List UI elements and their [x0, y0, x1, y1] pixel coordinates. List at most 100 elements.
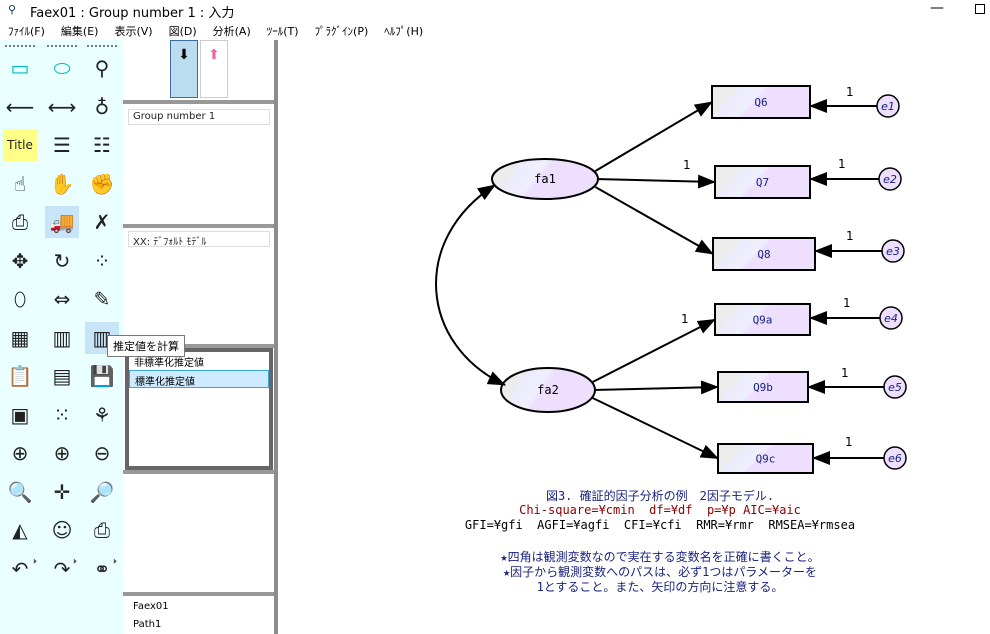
- fit-page-icon[interactable]: ✛: [53, 479, 71, 504]
- preserve-symmetries-icon[interactable]: ⚘: [93, 402, 111, 427]
- view-output-button[interactable]: ⬆: [200, 40, 228, 98]
- latent-factor-ellipse[interactable]: [500, 367, 596, 413]
- error-variable-circle[interactable]: [881, 239, 905, 263]
- drag-properties-icon[interactable]: ⁙: [53, 402, 71, 427]
- more-tools-icon[interactable]: ⏵: [113, 557, 117, 566]
- error-variable-circle[interactable]: [879, 306, 903, 330]
- zoom-out-icon[interactable]: ⊖: [93, 441, 111, 465]
- observed-variable-box[interactable]: [714, 303, 811, 336]
- menu-help[interactable]: ﾍﾙﾌﾟ(H): [384, 25, 424, 38]
- view-text-icon[interactable]: ▤: [52, 364, 72, 388]
- caption-note3: 1とすること。また、矢印の方向に注意する。: [536, 580, 784, 594]
- view-input-button[interactable]: ⬇: [170, 40, 198, 98]
- loading-weight-label: 1: [681, 312, 689, 326]
- caption-note1: ★四角は観測変数なので実在する変数名を正確に書くこと。: [500, 550, 820, 564]
- observed-variable-label: Q9c: [756, 453, 776, 466]
- factor-loading-arrow[interactable]: [592, 380, 719, 395]
- select-one-icon[interactable]: ☝: [13, 171, 27, 196]
- menu-file[interactable]: ﾌｧｲﾙ(F): [8, 25, 45, 38]
- error-variable-circle[interactable]: [878, 167, 902, 191]
- error-weight-label: 1: [846, 229, 854, 243]
- save-icon[interactable]: 💾: [89, 364, 115, 388]
- factor-loading-arrow[interactable]: [594, 186, 714, 255]
- observed-variable-box[interactable]: [712, 237, 816, 271]
- file-list-item[interactable]: Path1: [133, 619, 162, 630]
- more-tools-icon[interactable]: ⏵: [73, 557, 77, 566]
- bayesian-icon[interactable]: ◭: [12, 518, 28, 542]
- error-variable-label: e4: [884, 312, 898, 325]
- divider: [123, 470, 275, 474]
- move-parameter-icon[interactable]: ⬯: [13, 287, 27, 311]
- ellipse-icon[interactable]: ⬭: [53, 56, 71, 80]
- observed-variable-box[interactable]: [711, 85, 811, 119]
- error-variable-circle[interactable]: [883, 446, 907, 470]
- factor-loading-arrow[interactable]: [592, 318, 716, 383]
- zoom-page-icon[interactable]: 🔍: [7, 479, 33, 504]
- toolbar-grip[interactable]: [87, 45, 117, 47]
- toolbar-grip[interactable]: [47, 45, 77, 47]
- indicator-variable-icon[interactable]: ⚲: [94, 56, 110, 80]
- specification-search-icon[interactable]: ⚭: [93, 556, 111, 581]
- menu-diagram[interactable]: 図(D): [168, 25, 197, 38]
- more-tools-icon[interactable]: ⏵: [33, 557, 37, 566]
- observed-variable-label: Q6: [754, 96, 767, 109]
- print-icon[interactable]: ⎙: [94, 518, 110, 542]
- double-arrow-icon[interactable]: ⟷: [47, 94, 77, 119]
- zoom-in-icon[interactable]: ⊕: [53, 441, 71, 465]
- analysis-properties-icon[interactable]: ▥: [52, 325, 72, 350]
- menu-analyze[interactable]: 分析(A): [212, 25, 251, 38]
- factor-loading-arrow[interactable]: [592, 397, 719, 460]
- menu-edit[interactable]: 編集(E): [60, 25, 99, 38]
- title-icon[interactable]: Title: [3, 129, 37, 161]
- error-variable-circle[interactable]: [876, 94, 900, 118]
- panel-splitter[interactable]: [274, 40, 278, 634]
- deselect-all-icon[interactable]: ✊: [89, 171, 115, 196]
- unstandardized-estimates-item[interactable]: 非標準化推定値: [134, 358, 204, 369]
- standardized-estimates-item[interactable]: 標準化推定値: [129, 370, 269, 388]
- zoom-select-icon[interactable]: ⊕: [11, 441, 29, 465]
- latent-factor-label: fa1: [534, 172, 556, 186]
- touch-up-icon[interactable]: ✎: [93, 287, 111, 311]
- factor-loading-arrow[interactable]: [594, 101, 713, 172]
- scroll-icon[interactable]: ⇔: [53, 287, 71, 311]
- rotate-icon[interactable]: ↻: [53, 248, 71, 273]
- object-properties-icon[interactable]: ▣: [10, 402, 30, 427]
- menu-tools[interactable]: ﾂｰﾙ(T): [266, 25, 299, 38]
- divider: [123, 224, 275, 228]
- menu-view[interactable]: 表示(V): [114, 25, 153, 38]
- multiple-group-icon[interactable]: ☺: [51, 518, 73, 542]
- window-title: Faex01 : Group number 1 : 入力: [30, 6, 235, 21]
- model-list-item[interactable]: XX: ﾃﾞﾌｫﾙﾄ ﾓﾃﾞﾙ: [128, 231, 270, 248]
- select-all-icon[interactable]: ✋: [49, 171, 75, 196]
- rectangle-icon[interactable]: ▭: [10, 56, 30, 80]
- move-icon[interactable]: 🚚: [45, 206, 79, 238]
- loupe-icon[interactable]: 🔎: [89, 479, 115, 504]
- minimize-button[interactable]: —: [930, 0, 944, 16]
- list-variables-model-icon[interactable]: ☰: [53, 133, 71, 157]
- latent-factor-ellipse[interactable]: [491, 158, 599, 200]
- undo-icon[interactable]: ↶: [11, 556, 29, 581]
- group-list-item[interactable]: Group number 1: [128, 109, 270, 125]
- redo-icon[interactable]: ↷: [53, 556, 71, 581]
- unique-variable-icon[interactable]: ♁: [94, 94, 110, 119]
- change-shape-icon[interactable]: ✥: [11, 248, 29, 273]
- clipboard-icon[interactable]: 📋: [7, 364, 33, 388]
- file-list-item[interactable]: Faex01: [133, 601, 169, 612]
- observed-variable-box[interactable]: [714, 165, 811, 199]
- maximize-button[interactable]: [975, 4, 985, 14]
- list-variables-data-icon[interactable]: ☷: [93, 133, 111, 157]
- select-data-file-icon[interactable]: ▦: [10, 325, 30, 350]
- covariance-arrow[interactable]: [435, 184, 506, 386]
- single-arrow-icon[interactable]: ⟵: [5, 94, 35, 119]
- amos-icon: ⚲: [8, 3, 17, 16]
- menu-plugins[interactable]: ﾌﾟﾗｸﾞｲﾝ(P): [314, 25, 369, 38]
- error-variable-label: e2: [883, 173, 897, 186]
- erase-icon[interactable]: ✗: [93, 210, 111, 234]
- observed-variable-box[interactable]: [717, 371, 809, 403]
- reflect-icon[interactable]: ⁘: [93, 248, 111, 273]
- duplicate-icon[interactable]: ⎙: [12, 210, 28, 234]
- error-variable-circle[interactable]: [883, 375, 907, 399]
- toolbar-grip[interactable]: [5, 45, 35, 47]
- factor-loading-arrow[interactable]: [595, 174, 716, 189]
